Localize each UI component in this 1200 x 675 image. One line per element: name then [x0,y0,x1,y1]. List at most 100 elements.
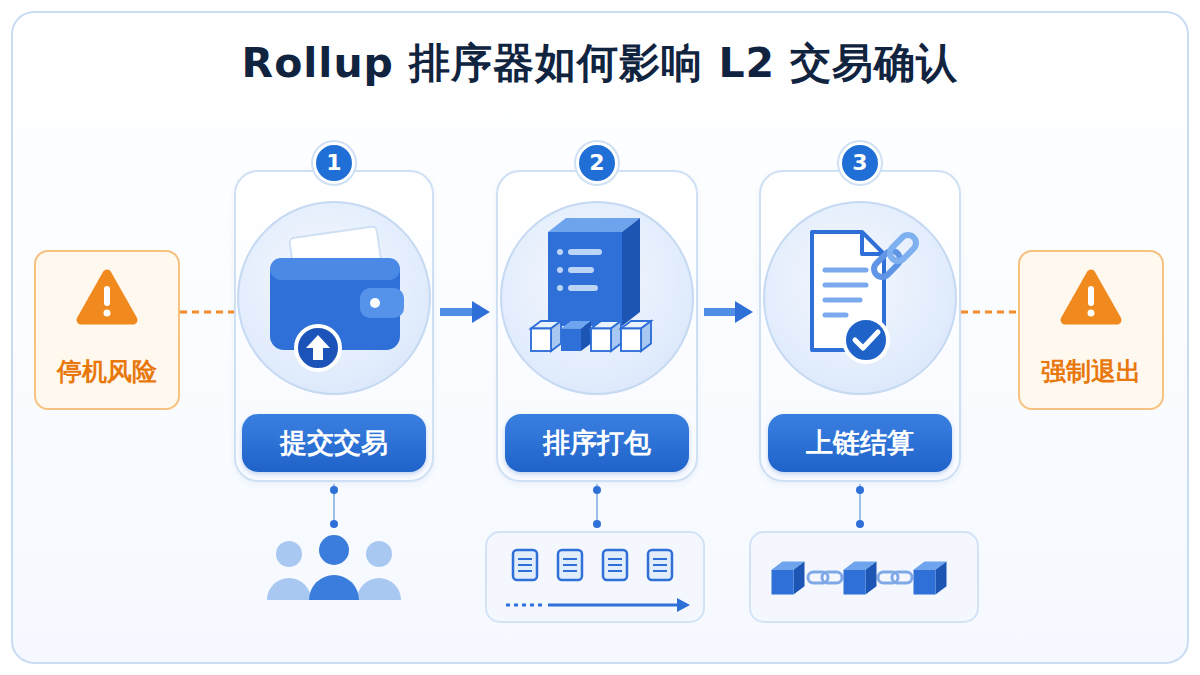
leader-line-part [330,486,338,494]
leader-line-part [856,520,864,528]
step-label: 排序打包 [505,414,689,472]
wallet-icon-part [306,335,330,360]
warning-icon-part [104,286,110,306]
server-icon-part [568,267,594,273]
chain-box-part [750,532,978,622]
chain-box-part [772,562,805,595]
users-icon-part [267,578,311,600]
step-number: 3 [839,142,881,184]
diagram-title: Rollup 排序器如何影响 L2 交易确认 [0,28,1200,98]
server-icon-part [548,218,640,232]
users-icon-part [357,578,401,600]
document-icon-part [825,313,846,318]
flow-arrow [440,308,480,316]
icon-circle-part [238,202,430,394]
users-icon-part [276,541,302,567]
leader-line-part [330,520,338,528]
step-card: 1提交交易 [234,170,434,482]
document-icon-part [825,283,866,288]
leader-line-part [859,484,861,524]
document-icon-part [825,298,860,303]
chain-box-part [822,572,842,583]
queue-box-part [603,550,627,580]
server-icon-part [557,285,563,291]
risk-box: 停机风险 [34,250,180,410]
document-icon-part [871,248,904,281]
flow-arrow [704,308,743,316]
warning-icon [1065,274,1117,320]
step-title: 排序打包 [543,425,651,461]
chain-box-part [892,572,912,583]
server-icon-part [531,321,561,351]
leader-line-part [856,486,864,494]
warning-icon-part [1088,286,1094,306]
chain-box-part [878,572,898,583]
chain-box [750,532,978,622]
document-icon-part [887,232,920,265]
wallet-icon-part [289,226,383,286]
server-icon-part [568,249,602,255]
warning-icon-part [1088,310,1095,317]
exit-box: 强制退出 [1018,250,1164,410]
queue-box-part [648,550,672,580]
warning-icon-part [1065,274,1117,320]
outer-frame [12,12,1188,663]
warning-icon-part [104,310,111,317]
leader-line-part [596,484,598,524]
wallet-icon-part [296,326,340,370]
chain-box-part [808,572,828,583]
icon-circle-part [501,202,693,394]
queue-box-part [506,604,542,607]
server-icon-part [591,321,621,351]
warning-icon-part [81,274,133,320]
step-card: 3上链结算 [759,170,961,482]
server-icon-part [622,218,640,326]
step-label: 上链结算 [768,414,952,472]
leader-line-part [593,520,601,528]
leader-line-part [333,484,335,524]
wallet-icon-part [360,288,404,318]
step-number: 2 [576,142,618,184]
wallet-icon-part [270,258,400,350]
queue-box-part [513,550,537,580]
step-card: 2排序打包 [496,170,698,482]
server-icon-part [548,232,622,326]
server-icon-part [561,321,591,351]
leader-line [330,484,864,528]
dashed-connector [180,311,234,314]
server-icon-part [557,267,563,273]
node-label: 停机风险 [57,355,157,388]
server-icon-part [621,321,651,351]
queue-box-part [518,559,667,571]
queue-box-part [677,598,690,612]
queue-box-part [558,550,582,580]
server-icon-part [568,285,598,291]
users-icon-part [309,575,359,600]
wallet-icon [270,226,404,370]
leader-line-part [593,486,601,494]
icon-circle-part [764,202,956,394]
icon-circle [238,202,956,394]
document-icon-part [862,232,884,254]
chain-box-part [914,562,947,595]
step-title: 提交交易 [280,425,388,461]
users-icon [267,535,401,600]
node-label: 强制退出 [1041,355,1141,388]
document-icon [812,232,919,362]
server-icon [531,218,651,351]
wallet-icon-part [270,258,400,280]
document-icon-part [825,268,866,273]
queue-box [486,532,704,622]
step-label: 提交交易 [242,414,426,472]
wallet-icon-part [370,298,380,308]
users-icon-part [319,535,349,565]
document-icon-part [855,332,878,348]
document-icon-part [844,318,888,362]
step-number: 1 [313,142,355,184]
users-icon-part [366,541,392,567]
step-title: 上链结算 [806,425,914,461]
dashed-connector [961,311,1018,314]
server-icon-part [557,249,563,255]
